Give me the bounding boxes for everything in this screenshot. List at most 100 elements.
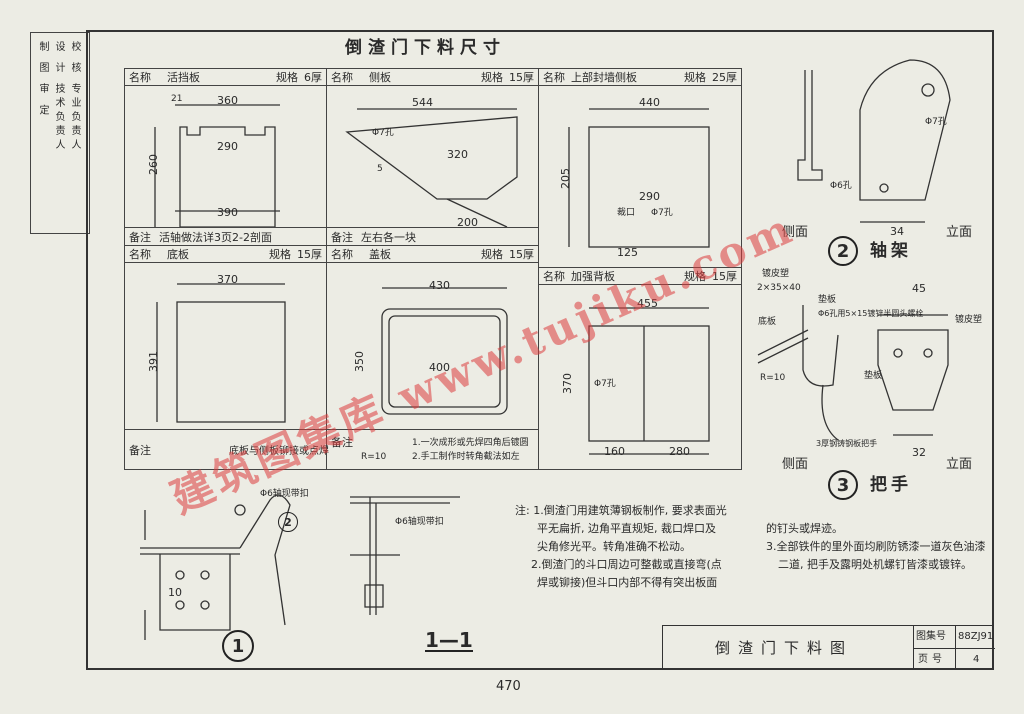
detail-2-title: 轴架 (870, 241, 912, 261)
part-drawing (154, 104, 280, 228)
view-label-left: 侧面 (782, 225, 809, 240)
spec-label: 规格 (684, 71, 706, 84)
note-line: 平无扁折, 边角平直规矩, 裁口焊口及 (537, 522, 716, 535)
dim: 390 (217, 206, 238, 219)
note-text: 活轴做法详3页2-2剖面 (159, 230, 272, 244)
label: 垫板 (818, 295, 837, 305)
panel-side-plate: 名称 侧板 规格 15厚 544 Φ7孔 320 5 200 备注 左右各一块 (326, 68, 539, 246)
name-label: 名称 (129, 248, 151, 261)
part-name: 上部封墙侧板 (571, 71, 637, 84)
dim: 205 (559, 168, 572, 189)
label: 镀皮塑 (955, 315, 983, 325)
panel-header: 名称 加强背板 规格 15厚 (539, 268, 741, 285)
callout: Φ6轴现带扣 (395, 517, 444, 527)
panel-upper-wall-plate: 名称 上部封墙侧板 规格 25厚 440 205 290 裁口 Φ7孔 125 (538, 68, 742, 268)
view-label-right: 立面 (946, 225, 973, 240)
atlas-label: 图集号 (916, 631, 946, 642)
part-drawing (588, 307, 710, 455)
stamp-col3: 制 图 审 定 (37, 41, 48, 119)
note-line: 的钉头或焊迹。 (766, 522, 843, 535)
dim: 370 (217, 273, 238, 286)
note-label: 备注 (129, 443, 151, 457)
section-label: 1—1 (425, 628, 473, 652)
note-text: 左右各一块 (361, 230, 416, 244)
note-line-2: 2.手工制作时转角截法如左 (412, 452, 520, 462)
spec-value: 15厚 (509, 71, 534, 84)
title-block-divider (913, 626, 914, 669)
panel-reinforce-back-plate: 名称 加强背板 规格 15厚 455 370 Φ7孔 160 280 (538, 267, 742, 470)
part-name: 侧板 (369, 71, 391, 84)
title-block-divider (955, 626, 956, 669)
note-label: 备注 (331, 230, 353, 244)
dim: 260 (147, 154, 160, 175)
atlas-number: 88ZJ91 (958, 631, 994, 642)
dim: 350 (353, 351, 366, 372)
dim: 裁口 (617, 208, 636, 218)
dim: 400 (429, 361, 450, 374)
panel-live-baffle: 名称 活挡板 规格 6厚 360 21 290 260 390 备注 活轴做法详… (124, 68, 327, 246)
dim: 320 (447, 148, 468, 161)
part-name: 底板 (167, 248, 189, 261)
panel-header: 名称 侧板 规格 15厚 (327, 69, 538, 86)
label: 32 (912, 446, 926, 459)
note-line: 二道, 把手及露明处机螺钉皆漆或镀锌。 (778, 558, 972, 571)
detail-number-3: 3 (828, 470, 858, 500)
dim: Φ6孔 (830, 181, 852, 191)
note-line: 注: 1.倒渣门用建筑薄钢板制作, 要求表面光 (515, 504, 727, 517)
detail-3-title: 把手 (870, 475, 912, 495)
label: 垫板 (864, 371, 883, 381)
dim: 290 (639, 190, 660, 203)
notes-right: 的钉头或焊迹。 3.全部铁件的里外面均刷防锈漆一道灰色油漆 二道, 把手及露明处… (766, 520, 986, 574)
dim: 455 (637, 297, 658, 310)
spec-value: 15厚 (297, 248, 322, 261)
left-stamp: 校 核 专业负责人 设 计 技术负责人 制 图 审 定 (30, 32, 90, 234)
callout: Φ6轴现带扣 (260, 489, 309, 499)
spec-value: 15厚 (509, 248, 534, 261)
dim: 280 (669, 445, 690, 458)
spec-value: 15厚 (712, 270, 737, 283)
label: 3厚钢铸钢板把手 (816, 439, 878, 448)
view-label-right: 立面 (946, 457, 973, 472)
part-drawing (156, 283, 286, 423)
view-label-left: 侧面 (782, 457, 809, 472)
detail-number-2: 2 (828, 236, 858, 266)
title-block: 倒渣门下料图 图集号 88ZJ91 页号 4 (662, 625, 995, 670)
part-name: 盖板 (369, 248, 391, 261)
dim: 544 (412, 96, 433, 109)
dim: 5 (377, 164, 383, 174)
dim: Φ7孔 (925, 117, 947, 127)
panel-footer: 备注 左右各一块 (327, 227, 538, 245)
part-name: 加强背板 (571, 270, 615, 283)
panel-footer: 备注 R=10 1.一次成形或先焊四角后镀圆 2.手工制作时转角截法如左 (327, 429, 538, 469)
name-label: 名称 (129, 71, 151, 84)
drawing-frame (86, 30, 994, 670)
name-label: 名称 (543, 71, 565, 84)
dim: 290 (217, 140, 238, 153)
dim: 34 (890, 225, 904, 238)
panel-header: 名称 上部封墙侧板 规格 25厚 (539, 69, 741, 86)
note-label: 备注 (331, 436, 353, 449)
part-drawing (345, 108, 518, 228)
spec-label: 规格 (481, 71, 503, 84)
panel-header: 名称 底板 规格 15厚 (125, 246, 326, 263)
detail-1-drawing (140, 494, 291, 640)
dim: 160 (604, 445, 625, 458)
detail-number-1: 1 (222, 630, 254, 662)
dim: Φ7孔 (651, 208, 673, 218)
page-number-small: 4 (973, 654, 980, 665)
label: 45 (912, 282, 926, 295)
label: Φ6孔用5×15镀锌半圆头螺栓 (818, 309, 924, 318)
label: 底板 (758, 317, 777, 327)
callout-circle: 2 (278, 512, 298, 532)
panel-footer: 备注 底板与侧板铆接或点焊 (125, 429, 329, 469)
note-line: 3.全部铁件的里外面均刷防锈漆一道灰色油漆 (766, 540, 986, 553)
spec-label: 规格 (481, 248, 503, 261)
part-drawing (381, 287, 508, 415)
dim: 360 (217, 94, 238, 107)
spec-label: 规格 (269, 248, 291, 261)
note-line: 2.倒渣门的斗口周边可整截或直接弯(点 (531, 558, 722, 571)
panel-cover-plate: 名称 盖板 规格 15厚 430 350 400 备注 R=10 1.一次成形或… (326, 245, 539, 470)
spec-label: 规格 (276, 71, 298, 84)
stamp-col2: 设 计 技术负责人 (53, 41, 64, 154)
dim: 430 (429, 279, 450, 292)
